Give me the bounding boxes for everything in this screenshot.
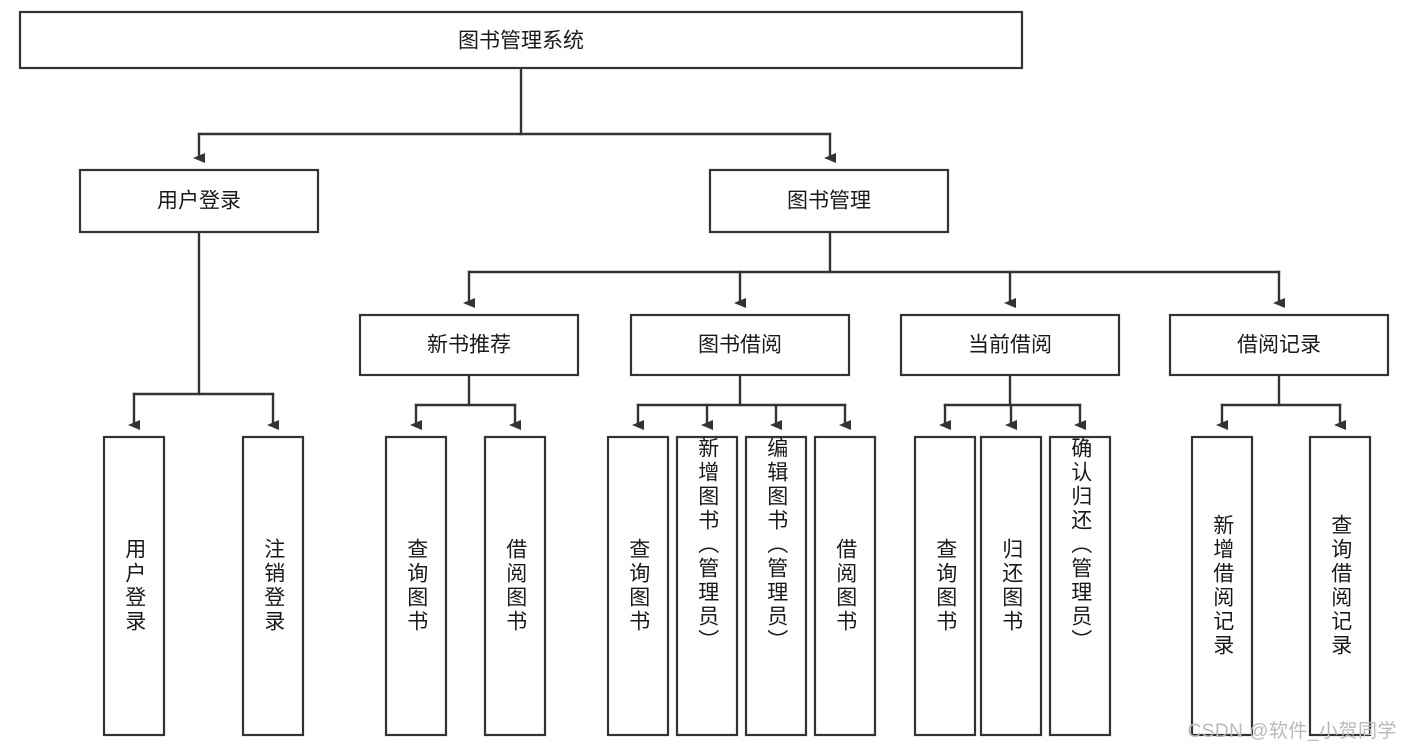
- leaf-box-query-book-3[interactable]: [913, 435, 977, 737]
- leaf-box-user-login[interactable]: [102, 435, 166, 737]
- node-label-root: 图书管理系统: [458, 30, 584, 53]
- edges-bookborrow-to-leaves: [632, 373, 851, 430]
- edges-bookmanage-to-level3: [463, 230, 1285, 308]
- node-label-new-book-recommend: 新书推荐: [427, 334, 511, 357]
- leaf-boxes: [102, 435, 1372, 737]
- node-label-current-borrow: 当前借阅: [968, 334, 1052, 357]
- node-borrow-record[interactable]: 借阅记录: [1168, 313, 1390, 377]
- edges-currentborrow-to-leaves: [939, 373, 1086, 430]
- node-current-borrow[interactable]: 当前借阅: [899, 313, 1121, 377]
- leaf-box-add-record[interactable]: [1190, 435, 1254, 737]
- node-book-manage[interactable]: 图书管理: [708, 168, 950, 234]
- node-book-borrow[interactable]: 图书借阅: [629, 313, 851, 377]
- leaf-box-add-book[interactable]: [675, 435, 739, 737]
- edges-borrowrecord-to-leaves: [1216, 373, 1346, 430]
- leaf-box-query-record[interactable]: [1308, 435, 1372, 737]
- node-root-system[interactable]: 图书管理系统: [18, 10, 1024, 70]
- leaf-box-borrow-book-2[interactable]: [813, 435, 877, 737]
- node-label-book-manage: 图书管理: [787, 190, 871, 213]
- leaf-box-query-book-2[interactable]: [606, 435, 670, 737]
- node-label-borrow-record: 借阅记录: [1237, 334, 1321, 357]
- node-label-book-borrow: 图书借阅: [698, 334, 782, 357]
- leaf-box-edit-book[interactable]: [744, 435, 808, 737]
- leaf-box-logout-login[interactable]: [241, 435, 305, 737]
- edges-root-to-level2: [193, 66, 836, 163]
- node-user-login[interactable]: 用户登录: [78, 168, 320, 234]
- csdn-watermark: CSDN @软件_小贺同学: [1187, 721, 1397, 742]
- node-label-user-login: 用户登录: [157, 190, 241, 213]
- leaf-box-borrow-book-1[interactable]: [483, 435, 547, 737]
- edges-newbook-to-leaves: [410, 373, 521, 430]
- leaf-box-return-book[interactable]: [979, 435, 1043, 737]
- leaf-box-query-book-1[interactable]: [384, 435, 448, 737]
- leaf-box-confirm-return[interactable]: [1048, 435, 1112, 737]
- node-new-book-recommend[interactable]: 新书推荐: [358, 313, 580, 377]
- edges-userlogin-to-leaves: [128, 230, 279, 430]
